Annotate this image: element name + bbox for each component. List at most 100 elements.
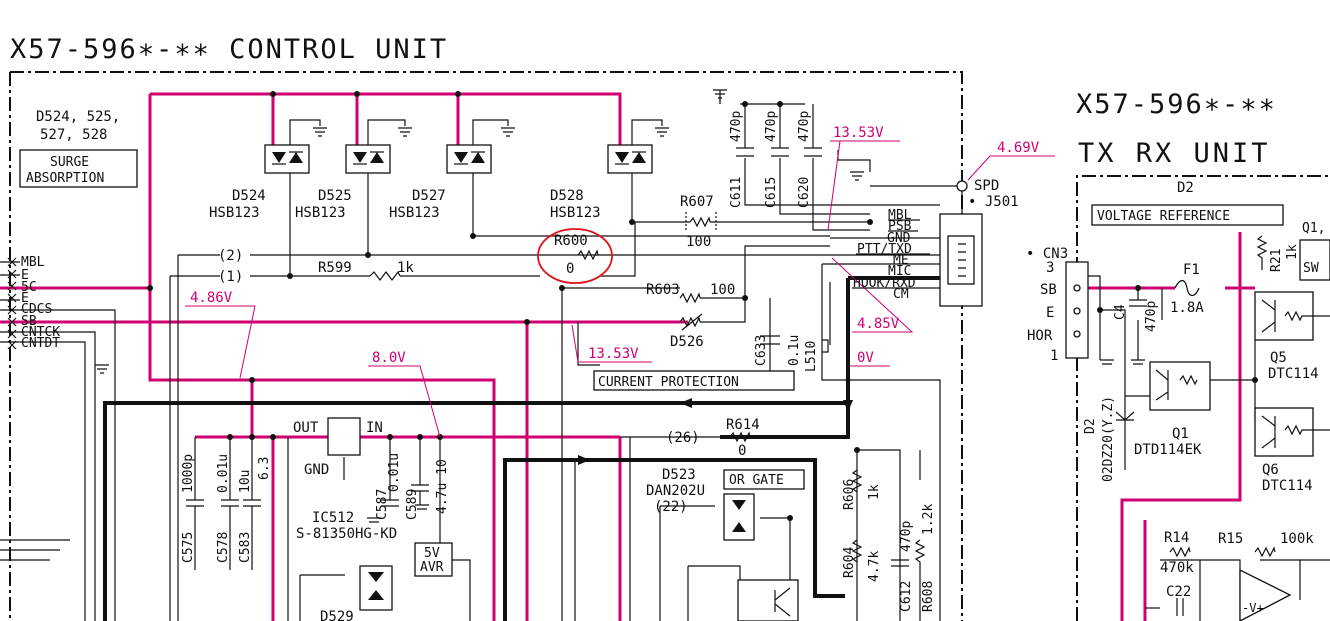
surge-box-line1: SURGE <box>50 155 89 170</box>
ic-out-label: OUT <box>293 420 319 436</box>
r600-value: 0 <box>566 261 574 277</box>
r614-value: 0 <box>738 443 746 459</box>
cap-c633 <box>760 335 780 345</box>
resistor-r14 <box>1169 546 1191 558</box>
voltage-0v: 0V <box>857 350 874 366</box>
c578-ref: C578 <box>216 532 231 563</box>
d528-part: HSB123 <box>550 205 601 221</box>
cap-c4 <box>1129 299 1147 307</box>
r608-ref: R608 <box>921 581 936 612</box>
d526-label: D526 <box>670 334 704 350</box>
cap-c615 <box>771 147 789 157</box>
or-gate-box <box>723 469 805 490</box>
connector-j501 <box>939 180 983 307</box>
d528-ref: D528 <box>550 188 584 204</box>
current-protection-label: CURRENT PROTECTION <box>598 375 739 390</box>
svg-text:PSB: PSB <box>888 219 912 234</box>
svg-text:5C: 5C <box>21 280 37 295</box>
voltage-reference-label: VOLTAGE REFERENCE <box>1097 209 1230 224</box>
connector-pin-labels: MBL PSB GND PTT/TXD ME MIC HOOK/RXD CM <box>853 208 916 302</box>
cn3-pin-sb: SB <box>1040 282 1057 298</box>
d2-top-label: D2 <box>1177 180 1194 196</box>
r606-ref: R606 <box>842 479 857 510</box>
svg-text:-V+: -V+ <box>1242 601 1264 615</box>
resistor-r603 <box>679 292 701 304</box>
cn3-pin-hor: HOR <box>1027 328 1053 344</box>
transistor-q1 <box>1149 361 1211 411</box>
diode-pack-d528 <box>607 144 653 174</box>
c4-value: 470p <box>1144 301 1159 332</box>
resistor-r15 <box>1254 546 1276 558</box>
svg-text:E: E <box>21 291 29 306</box>
ground-symbols <box>95 89 1145 523</box>
q1-top-label: Q1, <box>1302 221 1325 236</box>
svg-text:GND: GND <box>887 231 911 246</box>
cn3-pin-1: 1 <box>1050 348 1058 364</box>
c583-ref: C583 <box>238 532 253 563</box>
svg-text:SB: SB <box>21 314 37 329</box>
q5-ref: Q5 <box>1270 350 1287 366</box>
d527-ref: D527 <box>412 188 446 204</box>
c575-ref: C575 <box>181 532 196 563</box>
control-unit-title: X57-596∗-∗∗ CONTROL UNIT <box>10 34 448 65</box>
r614-ref: R614 <box>726 417 760 433</box>
c615-value: 470p <box>764 111 779 142</box>
voltage-4-86v: 4.86V <box>190 290 233 306</box>
d2-zener-part: 02DZ20(Y.Z) <box>1101 396 1116 482</box>
voltage-13-53v-top: 13.53V <box>833 125 884 141</box>
r606-value: 1k <box>867 484 882 500</box>
c589-value: 4.7u 10 <box>435 459 450 514</box>
svg-text:CM: CM <box>893 287 909 302</box>
r14-ref: R14 <box>1164 530 1189 546</box>
ic512-ref: IC512 <box>312 510 354 526</box>
r21-ref: R21 <box>1269 249 1284 272</box>
opamp <box>1239 568 1292 621</box>
bottom-caps <box>186 437 429 570</box>
surge-diodes-label-2: 527, 528 <box>40 127 107 143</box>
c611-ref: C611 <box>729 177 744 208</box>
ic-gnd-label: GND <box>304 462 329 478</box>
ic512-part: S-81350HG-KD <box>296 526 397 542</box>
d529-label: D529 <box>320 609 354 621</box>
c612-ref: C612 <box>899 581 914 612</box>
svg-text:CNTCK: CNTCK <box>21 325 60 340</box>
sw-label: SW <box>1303 261 1319 276</box>
voltage-4-85v: 4.85V <box>857 316 900 332</box>
c4-ref: C4 <box>1113 304 1128 320</box>
svg-text:ME: ME <box>893 253 909 268</box>
thin-wiring <box>0 103 1330 621</box>
avr-5v-box <box>414 542 453 577</box>
cap-c611 <box>736 147 754 157</box>
zener-d2 <box>1115 396 1135 470</box>
voltage-13-53v-bottom: 13.53V <box>588 346 639 362</box>
r600-highlight-circle <box>537 228 613 284</box>
svg-text:PTT/TXD: PTT/TXD <box>857 242 912 257</box>
resistor-r608 <box>914 539 926 621</box>
pin-overlines <box>852 219 940 289</box>
c620-value: 470p <box>797 111 812 142</box>
junction-dots <box>147 91 1258 521</box>
resistor-r604 <box>851 539 863 563</box>
r607-ref: R607 <box>680 194 714 210</box>
d527-part: HSB123 <box>389 205 440 221</box>
cn3-pin-e: E <box>1046 305 1054 321</box>
thermistor-d526 <box>679 316 701 328</box>
or-gate-label: OR GATE <box>729 473 784 488</box>
voltage-8-0v: 8.0V <box>372 350 406 366</box>
node-26-label: (26) <box>666 430 700 446</box>
thick-bus-traces <box>103 276 940 621</box>
c583-value: 10u <box>238 470 253 493</box>
voltage-reference-box <box>1091 204 1284 226</box>
c587-value: 0.01u <box>387 453 402 492</box>
left-signal-labels: MBL E 5C E CDCS SB CNTCK CNTDT <box>21 255 60 351</box>
c583-voltage: 6.3 <box>257 457 272 480</box>
f1-ref: F1 <box>1183 262 1200 278</box>
resistor-r600 <box>577 249 599 261</box>
q1-ref: Q1 <box>1172 426 1189 442</box>
svg-text:E: E <box>21 268 29 283</box>
inductor-l510 <box>822 339 829 353</box>
svg-text:MBL: MBL <box>888 208 912 223</box>
cap-c620 <box>804 147 822 157</box>
svg-text:MBL: MBL <box>21 255 45 270</box>
d525-part: HSB123 <box>295 205 346 221</box>
